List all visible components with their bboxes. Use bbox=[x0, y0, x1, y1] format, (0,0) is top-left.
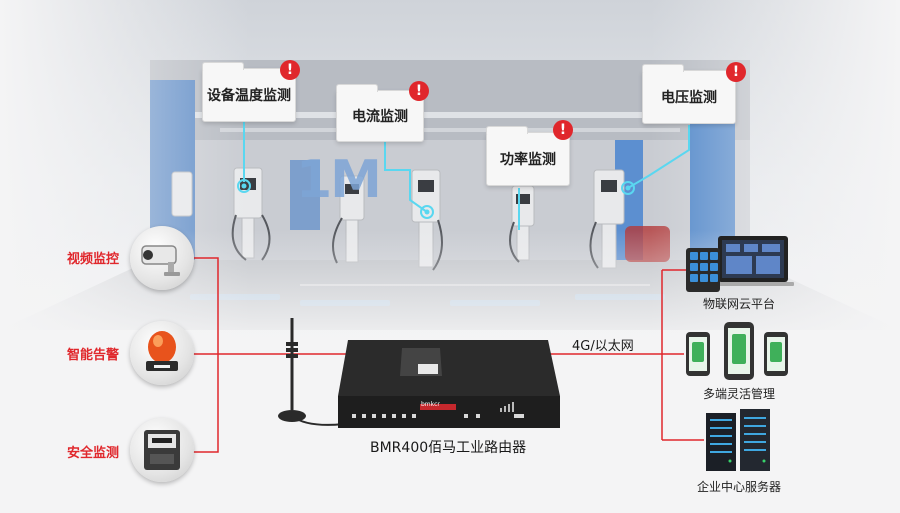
router-caption: BMR400佰马工业路由器 bbox=[370, 440, 527, 456]
siren-icon-graphic bbox=[146, 331, 178, 371]
card-device-temp: 设备温度监测 bbox=[202, 62, 296, 122]
alert-icon: ! bbox=[409, 81, 429, 101]
background-sign: 1M bbox=[296, 150, 382, 210]
router-brand: bmkcr bbox=[421, 401, 440, 408]
card-tab bbox=[642, 64, 684, 72]
label-multi-terminal: 多端灵活管理 bbox=[703, 387, 776, 401]
card-voltage-label: 电压监测 bbox=[661, 90, 717, 106]
card-voltage: 电压监测 bbox=[642, 64, 736, 124]
card-tab bbox=[486, 126, 528, 134]
card-current-label: 电流监测 bbox=[352, 109, 408, 125]
card-power-label: 功率监测 bbox=[500, 152, 556, 168]
siren-icon bbox=[130, 321, 194, 385]
server-rack-icon bbox=[706, 409, 770, 471]
card-power: 功率监测 bbox=[486, 126, 570, 186]
meter-icon bbox=[130, 418, 194, 482]
label-video-monitoring: 视频监控 bbox=[67, 252, 120, 267]
label-enterprise-server: 企业中心服务器 bbox=[697, 480, 782, 494]
alert-icon: ! bbox=[553, 120, 573, 140]
camera-icon-graphic bbox=[141, 245, 180, 276]
cloud-platform-devices bbox=[686, 236, 794, 292]
router-device bbox=[278, 318, 560, 428]
label-cloud-platform: 物联网云平台 bbox=[703, 297, 776, 311]
camera-icon bbox=[130, 226, 194, 290]
alert-icon: ! bbox=[280, 60, 300, 80]
meter-icon-graphic bbox=[144, 430, 180, 470]
link-label: 4G/以太网 bbox=[572, 339, 634, 354]
label-smart-alarm: 智能告警 bbox=[67, 348, 120, 363]
card-device-temp-label: 设备温度监测 bbox=[207, 88, 291, 104]
card-current: 电流监测 bbox=[336, 84, 424, 142]
label-safety-monitoring: 安全监测 bbox=[67, 446, 120, 461]
phones-icon bbox=[686, 322, 788, 380]
card-tab bbox=[202, 62, 244, 70]
alert-icon: ! bbox=[726, 62, 746, 82]
card-tab bbox=[336, 84, 378, 92]
